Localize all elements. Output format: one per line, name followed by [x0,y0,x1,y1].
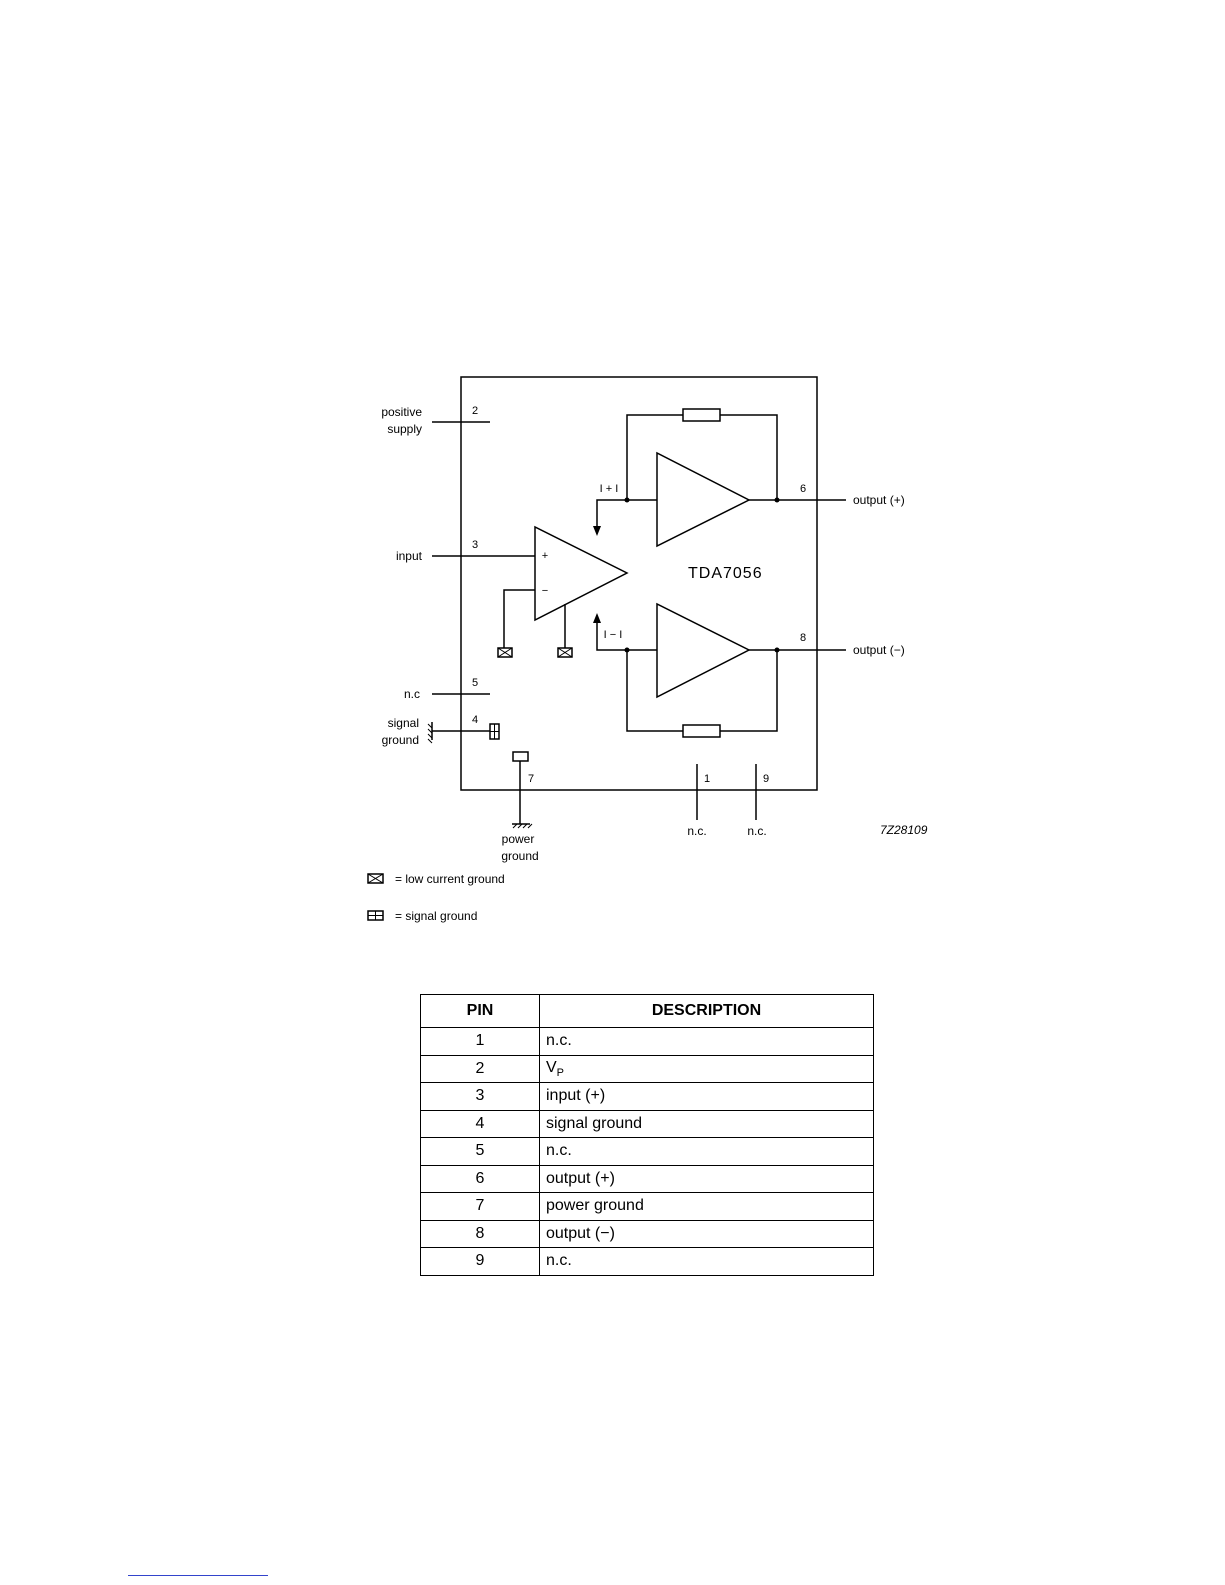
label-output-plus: output (+) [853,493,905,507]
legend-signal-ground-symbol [368,911,383,920]
lower-feedback-return [720,650,777,731]
pin-number-3: 3 [472,539,478,551]
label-power-ground: ground [501,849,538,863]
legend-low-current-text: = low current ground [395,872,505,886]
label-positive: positive [381,405,422,419]
label-nc-pin1: n.c. [687,824,706,838]
label-output-minus: output (−) [853,643,905,657]
legend-low-current-ground-symbol [368,874,383,883]
description-subscript: P [557,1067,564,1079]
pin-number-2: 2 [472,405,478,417]
label-current-plus: I + I [600,483,619,495]
pin-cell: 5 [421,1138,540,1166]
pin-number-5: 5 [472,677,478,689]
low-current-ground-left [498,648,512,657]
description-cell: signal ground [540,1110,874,1138]
pin-number-4: 4 [472,714,478,726]
label-supply: supply [387,422,422,436]
pin-cell: 1 [421,1028,540,1056]
power-ground-pad [513,752,528,761]
footer-link-underline[interactable] [128,1575,268,1576]
junction-lower-right [775,648,780,653]
upper-feedback-wire [627,415,683,500]
label-input: input [396,549,423,563]
pinning-diagram: positive supply input n.c signal ground … [0,0,1225,960]
header-description: DESCRIPTION [540,995,874,1028]
lower-amplifier [657,604,749,697]
pin-cell: 7 [421,1193,540,1221]
pin-cell: 3 [421,1083,540,1111]
legend-signal-text: = signal ground [395,909,477,923]
description-cell: power ground [540,1193,874,1221]
description-text: V [546,1059,557,1076]
junction-upper-left [625,498,630,503]
junction-lower-left [625,648,630,653]
label-power: power [502,832,535,846]
current-arrow-down [593,526,601,536]
label-op-plus: + [542,550,548,562]
pin-number-1: 1 [704,773,710,785]
ic-package-outline [461,377,817,790]
description-cell: n.c. [540,1138,874,1166]
description-cell: n.c. [540,1248,874,1276]
pin-number-7: 7 [528,773,534,785]
current-arrow-up [593,613,601,623]
label-nc-left: n.c [404,687,420,701]
minus-input-wire [504,590,535,648]
description-cell: output (−) [540,1220,874,1248]
upper-feedback-return [720,415,777,500]
pin-cell: 2 [421,1055,540,1083]
junction-upper-right [775,498,780,503]
pin-cell: 4 [421,1110,540,1138]
upper-amplifier [657,453,749,546]
upper-feedback-resistor [683,409,720,421]
description-cell: output (+) [540,1165,874,1193]
pin-number-8: 8 [800,632,806,644]
description-cell: VP [540,1055,874,1083]
label-op-minus: − [542,585,548,597]
pin-cell: 9 [421,1248,540,1276]
pin-cell: 8 [421,1220,540,1248]
description-cell: n.c. [540,1028,874,1056]
lower-feedback-resistor [683,725,720,737]
label-signal-ground: ground [382,733,419,747]
table-header-row: PIN DESCRIPTION [421,995,874,1028]
low-current-ground-right [558,648,572,657]
lower-feedback-wire [627,650,683,731]
label-signal: signal [388,716,419,730]
header-pin: PIN [421,995,540,1028]
figure-code: 7Z28109 [880,823,928,837]
description-cell: input (+) [540,1083,874,1111]
pin-number-9: 9 [763,773,769,785]
pin-number-6: 6 [800,483,806,495]
label-nc-pin9: n.c. [747,824,766,838]
chip-name: TDA7056 [688,565,763,582]
input-amplifier [535,527,627,620]
label-current-minus: I − I [604,629,623,641]
upper-current-wire [597,500,657,532]
pin-cell: 6 [421,1165,540,1193]
